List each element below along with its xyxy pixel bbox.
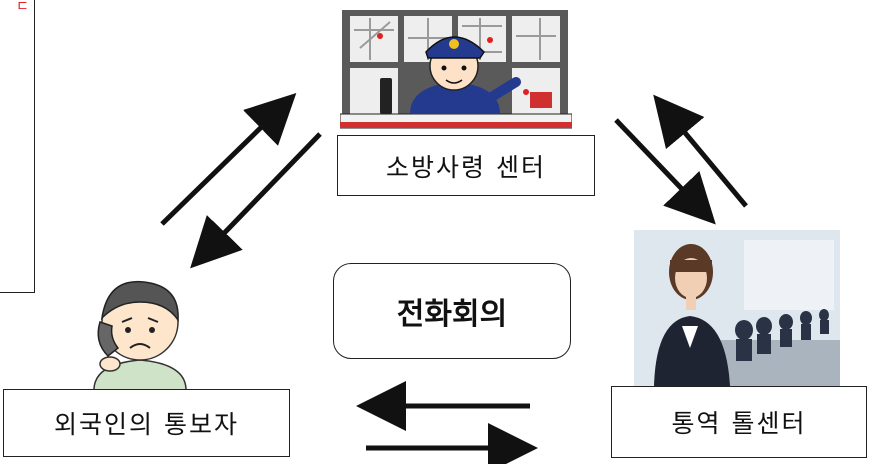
fire-command-center-label: 소방사령 센터: [337, 135, 595, 196]
arrow-interpreter-to-command: [653, 94, 748, 208]
worried-caller-icon: [93, 280, 187, 390]
interpreter-center-label: 통역 톨센터: [611, 386, 867, 458]
fire-dispatcher-icon: [340, 10, 572, 129]
interpreter-operator-icon: [634, 230, 840, 386]
left-panel-frame: [0, 0, 35, 293]
foreign-reporter-label: 외국인의 통보자: [3, 389, 290, 457]
corner-mark: ㄷ: [16, 0, 29, 15]
arrow-command-to-reporter: [190, 132, 322, 269]
arrow-command-to-interpreter: [614, 118, 716, 225]
conference-call-label: 전화회의: [333, 263, 571, 359]
arrow-reporter-to-command: [160, 93, 297, 226]
